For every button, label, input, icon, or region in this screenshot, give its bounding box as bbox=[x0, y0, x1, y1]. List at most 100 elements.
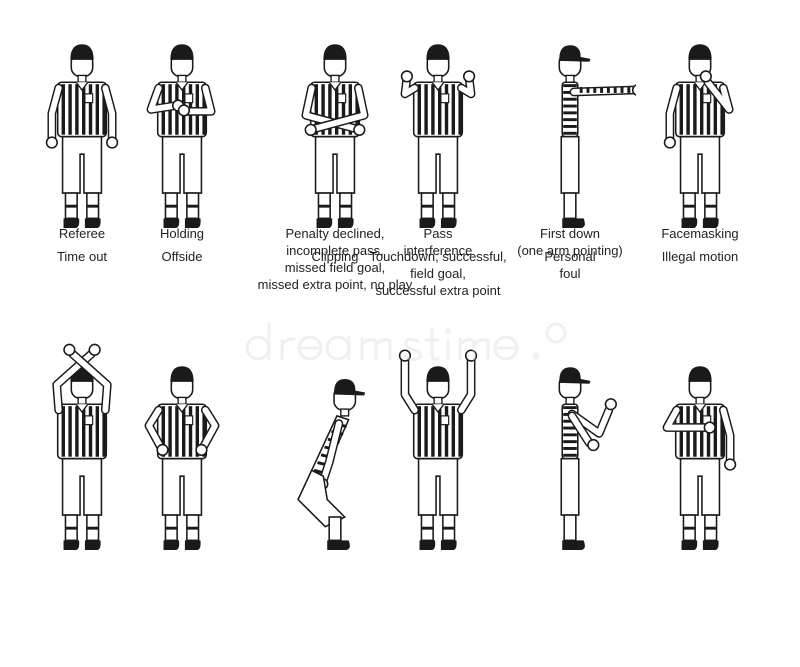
striped-shirt bbox=[156, 403, 208, 460]
legs-side bbox=[560, 457, 585, 551]
referee-figure bbox=[144, 366, 220, 551]
left-hand bbox=[400, 70, 414, 83]
shoe-icon bbox=[163, 540, 180, 551]
shoe-icon bbox=[562, 540, 585, 551]
shoe-icon bbox=[681, 218, 698, 229]
signal-label: Personal foul bbox=[544, 249, 596, 281]
legs bbox=[417, 457, 459, 551]
head-cap-icon bbox=[170, 366, 194, 405]
referee-figure bbox=[297, 378, 366, 551]
head-cap-icon bbox=[170, 44, 194, 83]
chop-hand bbox=[604, 398, 617, 411]
referee-figure bbox=[558, 367, 617, 551]
pocket-badge bbox=[84, 415, 94, 426]
signal-label: Pass interference bbox=[403, 226, 473, 258]
head-cap-icon bbox=[426, 44, 450, 83]
legs bbox=[314, 135, 356, 229]
right-hand bbox=[106, 136, 119, 149]
signal-referee: Referee bbox=[16, 20, 148, 241]
right-hand bbox=[177, 104, 191, 117]
shoe-icon bbox=[63, 218, 80, 229]
signal-illegal-motion: Illegal motion bbox=[634, 249, 766, 552]
right-hand bbox=[195, 443, 208, 457]
signal-label: Facemasking bbox=[661, 226, 739, 241]
legs bbox=[417, 135, 459, 229]
referee-figure bbox=[52, 343, 112, 551]
pocket-badge bbox=[337, 93, 347, 104]
pocket-badge bbox=[702, 93, 712, 104]
legs bbox=[61, 457, 103, 551]
referee-figure bbox=[663, 44, 734, 229]
signal-touchdown: Touchdown, successful, field goal, succe… bbox=[369, 249, 507, 552]
shoe-icon bbox=[440, 218, 457, 229]
shoe-icon bbox=[84, 218, 101, 229]
signal-first-down: First down (one arm pointing) bbox=[504, 20, 636, 258]
signal-pass-interference: Pass interference bbox=[372, 20, 504, 258]
legs bbox=[61, 135, 103, 229]
pocket-badge bbox=[184, 93, 194, 104]
head-cap-icon bbox=[426, 366, 450, 405]
pocket-badge bbox=[184, 415, 194, 426]
signal-label: Holding bbox=[159, 226, 205, 241]
left-hand bbox=[156, 443, 169, 457]
under-hand bbox=[587, 438, 600, 452]
right-hand bbox=[462, 70, 476, 83]
left-hand bbox=[663, 136, 676, 149]
right-hand bbox=[63, 343, 76, 356]
shoe-icon bbox=[562, 218, 585, 229]
striped-shirt bbox=[412, 403, 464, 460]
pocket-badge bbox=[440, 93, 450, 104]
shoe-icon bbox=[681, 540, 698, 551]
referee-figure bbox=[146, 44, 216, 229]
shoe-icon bbox=[184, 540, 201, 551]
signal-label: Clipping bbox=[311, 249, 359, 264]
shoe-icon bbox=[316, 218, 333, 229]
signal-label: Touchdown, successful, field goal, succe… bbox=[369, 249, 507, 298]
left-hand bbox=[353, 123, 366, 136]
signal-label: Penalty declined, incomplete pass, misse… bbox=[257, 226, 413, 292]
head-cap-icon bbox=[688, 366, 712, 405]
right-hand bbox=[724, 458, 737, 471]
left-hand bbox=[703, 421, 716, 434]
pointing-hand bbox=[631, 84, 636, 96]
pocket-badge bbox=[440, 415, 450, 426]
signal-time-out: Time out bbox=[16, 249, 148, 552]
shoe-icon bbox=[337, 218, 354, 229]
signal-personal-foul: Personal foul bbox=[504, 249, 636, 552]
shoe-icon bbox=[440, 540, 457, 551]
right-hand bbox=[464, 349, 478, 362]
signal-clipping: Clipping bbox=[269, 249, 401, 552]
signal-facemasking: Facemasking bbox=[634, 20, 766, 241]
head-cap-icon bbox=[333, 378, 366, 417]
head-cap-icon bbox=[323, 44, 347, 83]
right-hand bbox=[304, 123, 317, 136]
left-hand bbox=[45, 136, 58, 149]
head-cap-icon bbox=[558, 45, 591, 83]
shoe-icon bbox=[63, 540, 80, 551]
pocket-badge bbox=[84, 93, 94, 104]
striped-shirt bbox=[412, 81, 464, 138]
signal-label: Illegal motion bbox=[661, 249, 739, 264]
shoe-icon bbox=[163, 218, 180, 229]
legs bbox=[161, 135, 203, 229]
shoe-icon bbox=[84, 540, 101, 551]
shoe-icon bbox=[419, 218, 436, 229]
legs-side bbox=[560, 135, 585, 229]
shoe-icon bbox=[702, 540, 719, 551]
shoe-icon bbox=[702, 218, 719, 229]
signal-offside: Offside bbox=[116, 249, 248, 552]
referee-figure bbox=[662, 366, 737, 551]
signal-label: Referee bbox=[58, 226, 106, 241]
striped-shirt bbox=[674, 81, 726, 138]
striped-shirt bbox=[56, 403, 108, 460]
legs bbox=[161, 457, 203, 551]
shoe-icon bbox=[327, 540, 350, 551]
signal-label: Time out bbox=[56, 249, 108, 264]
legs bbox=[679, 457, 721, 551]
signal-label: Offside bbox=[161, 249, 203, 264]
signal-declined: Penalty declined, incomplete pass, misse… bbox=[258, 20, 412, 292]
referee-figure bbox=[398, 349, 478, 551]
right-hand bbox=[699, 70, 712, 83]
referee-figure bbox=[558, 45, 636, 229]
